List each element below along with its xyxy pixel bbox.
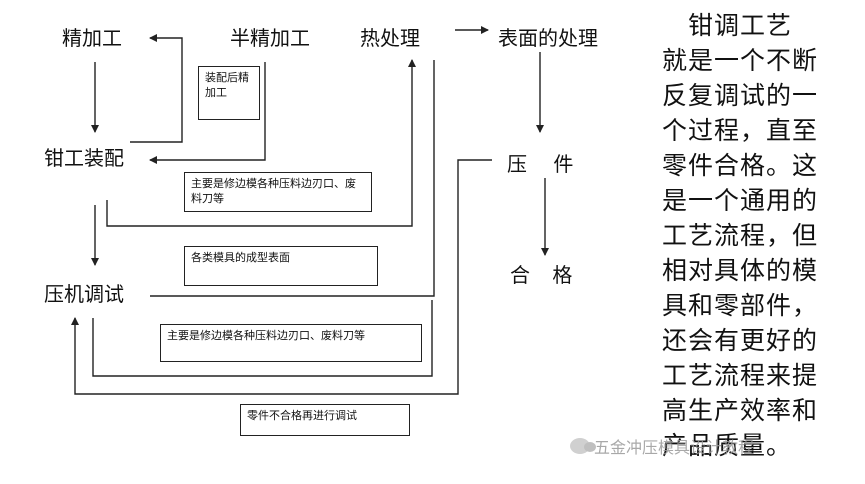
callout-assembly-finish: 装配后精加工: [198, 66, 260, 120]
description-line: 高生产效率和: [662, 396, 819, 425]
callout-trim-blade: 主要是修边模各种压料边刃口、废料刀等: [184, 172, 372, 212]
description-line: 反复调试的一: [662, 81, 819, 110]
line-press-debug-to-heat: [150, 60, 435, 297]
process-description: 钳调工艺 就是一个不断 反复调试的一 个过程，直至 零件合格。这 是一个通用的 …: [662, 8, 860, 463]
node-press: 压 件: [507, 152, 584, 176]
node-heat-treatment: 热处理: [360, 26, 420, 50]
description-line: 还会有更好的: [662, 326, 819, 355]
description-line: 具和零部件，: [662, 291, 819, 320]
callout-forming-surface: 各类模具的成型表面: [184, 246, 378, 286]
description-line: 零件合格。这: [662, 151, 819, 180]
node-surface-treatment: 表面的处理: [498, 26, 598, 50]
node-qualified: 合 格: [510, 263, 581, 287]
watermark: 五金冲压模具设计教程: [570, 434, 754, 458]
callout-unqualified: 零件不合格再进行调试: [240, 404, 410, 436]
watermark-text: 五金冲压模具设计教程: [594, 438, 755, 457]
arrow-press-to-press-debug: [71, 159, 492, 395]
node-fitter-assembly: 钳工装配: [44, 146, 124, 170]
description-line: 相对具体的模: [662, 256, 819, 285]
description-line: 工艺流程来提: [662, 361, 819, 390]
description-line: 产品质量。: [662, 431, 793, 460]
description-line: 个过程，直至: [662, 116, 819, 145]
wechat-icon: [570, 438, 596, 454]
description-line: 是一个通用的: [662, 186, 819, 215]
node-press-debug: 压机调试: [44, 282, 124, 306]
node-semi-finishing: 半精加工: [230, 26, 310, 50]
arrow-assembly-to-finishing: [130, 34, 183, 143]
arrow-assembly-to-heat: [106, 59, 416, 227]
node-finishing: 精加工: [62, 26, 122, 50]
line-inner-return: [92, 300, 433, 377]
callout-trim-blade-2: 主要是修边模各种压料边刃口、废料刀等: [160, 324, 422, 362]
description-line: 工艺流程，但: [662, 221, 819, 250]
arrow-semi-finishing-to-assembly: [149, 62, 266, 164]
description-line: 就是一个不断: [662, 46, 819, 75]
description-line: 钳调工艺: [662, 11, 793, 40]
